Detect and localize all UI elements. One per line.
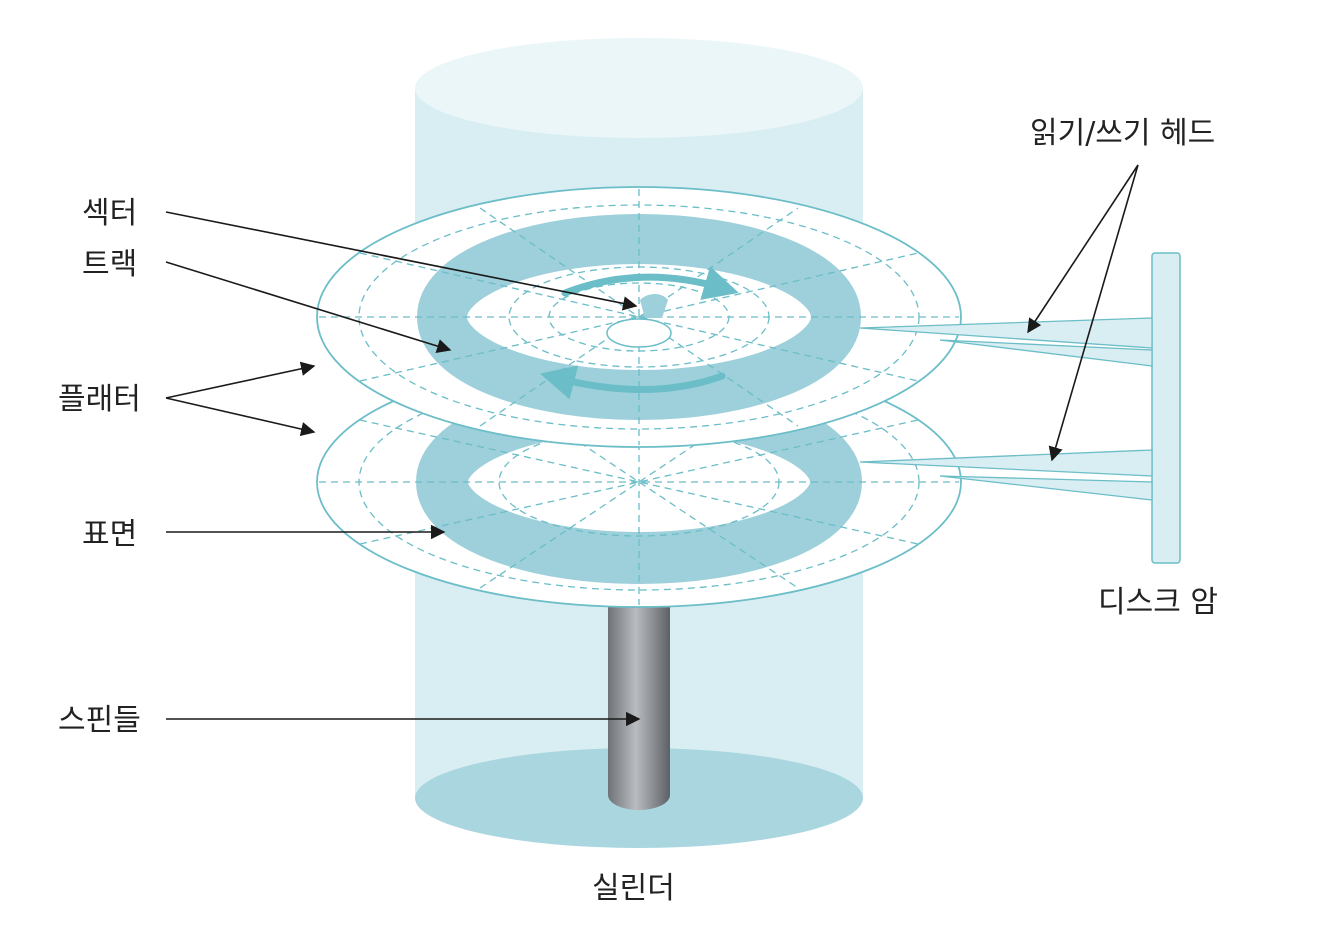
- spindle-hole: [606, 318, 672, 348]
- cylinder-top: [415, 38, 863, 138]
- label-track: 트랙: [82, 247, 137, 282]
- curved-rotation-arrow-icon: [540, 365, 726, 400]
- label-platter: 플래터: [58, 382, 141, 417]
- label-spindle: 스핀들: [58, 703, 141, 738]
- label-sector: 섹터: [82, 196, 137, 231]
- platter-upper: [316, 186, 962, 448]
- disk-arm-bar: [1151, 252, 1181, 564]
- read-write-head-upper: [859, 317, 1153, 367]
- label-cylinder: 실린더: [592, 871, 675, 906]
- read-write-head-lower: [859, 449, 1153, 501]
- label-read-write-head: 읽기/쓰기 헤드: [1030, 116, 1215, 151]
- label-surface: 표면: [82, 517, 137, 552]
- spindle-shape: [608, 590, 670, 810]
- callout-arrows: [165, 164, 1139, 727]
- label-disk-arm: 디스크 암: [1098, 585, 1218, 620]
- curved-rotation-arrow-icon: [561, 266, 739, 300]
- sector-highlight: [640, 294, 668, 318]
